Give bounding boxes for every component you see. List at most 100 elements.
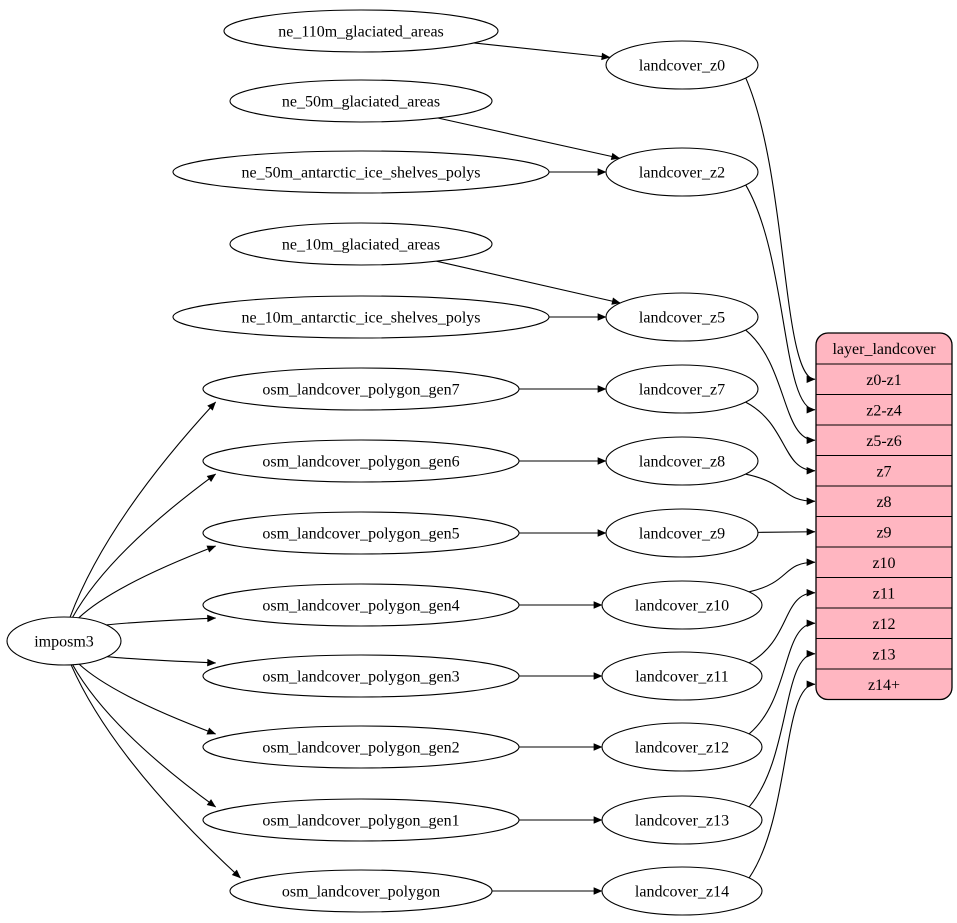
node-label: osm_landcover_polygon_gen4 [262,598,459,615]
edge-imposm3-to-osm_landcover_polygon_gen4 [106,614,217,626]
node-ellipse [601,722,763,772]
node-landcover_z11: landcover_z11 [601,651,763,701]
node-landcover_z13: landcover_z13 [601,795,763,845]
node-label: osm_landcover_polygon_gen2 [262,740,459,757]
node-ellipse [202,725,520,769]
node-ellipse [202,511,520,555]
node-ellipse [605,364,759,414]
node-ne_10m_antarctic_ice_shelves_polys: ne_10m_antarctic_ice_shelves_polys [172,295,550,339]
table-row-label: z14+ [868,677,900,694]
node-ellipse [601,795,763,845]
table-row-label: z10 [872,555,895,572]
node-ellipse [605,147,759,197]
node-ellipse [601,866,763,916]
table-row-label: z12 [872,616,895,633]
edge-imposm3-to-osm_landcover_polygon [70,664,241,879]
table-row-label: z9 [876,524,891,541]
node-osm_landcover_polygon_gen5: osm_landcover_polygon_gen5 [202,511,520,555]
node-label: landcover_z9 [639,526,725,543]
node-landcover_z14: landcover_z14 [601,866,763,916]
node-label: osm_landcover_polygon_gen3 [262,669,459,686]
node-ellipse [605,292,759,342]
node-label: osm_landcover_polygon_gen7 [262,382,459,399]
edge-landcover_z11-to-row-z11 [748,589,816,664]
node-label: ne_50m_antarctic_ice_shelves_polys [241,165,480,182]
node-osm_landcover_polygon_gen4: osm_landcover_polygon_gen4 [202,583,520,627]
edges-layer [69,42,816,895]
node-label: osm_landcover_polygon_gen6 [262,454,459,471]
node-label: ne_50m_glaciated_areas [282,94,440,111]
node-ellipse [605,508,759,558]
node-label: landcover_z7 [639,382,725,399]
table-row-label: z5-z6 [866,433,902,450]
edge-imposm3-to-osm_landcover_polygon_gen3 [107,656,217,667]
node-imposm3: imposm3 [6,616,122,666]
edge-imposm3-to-osm_landcover_polygon_gen6 [72,473,216,618]
edge-landcover_z10-to-row-z10 [749,558,816,593]
node-ne_110m_glaciated_areas: ne_110m_glaciated_areas [223,9,499,53]
node-ellipse [202,654,520,698]
node-label: landcover_z13 [635,813,729,830]
node-label: landcover_z14 [635,884,729,901]
node-label: osm_landcover_polygon_gen5 [262,526,459,543]
node-label: ne_10m_glaciated_areas [282,237,440,254]
node-ne_10m_glaciated_areas: ne_10m_glaciated_areas [229,222,493,266]
table-row-label: z11 [873,585,896,602]
node-osm_landcover_polygon_gen6: osm_landcover_polygon_gen6 [202,439,520,483]
table-row-label: z13 [872,646,895,663]
edge-landcover_z13-to-row-z13 [748,650,816,808]
table-row-label: z7 [876,463,891,480]
edge-ne_10m_glaciated_areas-to-landcover_z5 [436,260,621,305]
edge-landcover_z8-to-row-z8 [745,473,816,505]
node-landcover_z2: landcover_z2 [605,147,759,197]
edge-landcover_z14-to-row-z14+ [748,680,816,879]
node-ellipse [601,580,763,630]
node-ellipse [229,222,493,266]
node-ellipse [229,79,493,123]
edge-imposm3-to-osm_landcover_polygon_gen5 [78,545,217,619]
node-label: osm_landcover_polygon_gen1 [262,813,459,830]
node-ne_50m_antarctic_ice_shelves_polys: ne_50m_antarctic_ice_shelves_polys [172,150,550,194]
node-landcover_z8: landcover_z8 [605,436,759,486]
node-landcover_z12: landcover_z12 [601,722,763,772]
node-label: landcover_z11 [635,669,729,686]
edge-landcover_z5-to-row-z5-z6 [745,329,816,444]
node-label: imposm3 [34,634,94,651]
edge-landcover_z12-to-row-z12 [748,619,816,735]
node-label: landcover_z8 [639,454,725,471]
node-ellipse [223,9,499,53]
table-title: layer_landcover [832,341,936,358]
node-ellipse [202,583,520,627]
edge-landcover_z9-to-row-z9 [757,528,816,536]
edge-imposm3-to-osm_landcover_polygon_gen7 [69,401,217,618]
node-label: ne_110m_glaciated_areas [278,24,444,41]
edge-landcover_z0-to-row-z0-z1 [745,77,816,383]
node-label: landcover_z12 [635,740,729,757]
table-row-label: z2-z4 [866,402,902,419]
node-ne_50m_glaciated_areas: ne_50m_glaciated_areas [229,79,493,123]
node-label: landcover_z10 [635,598,729,615]
node-label: ne_10m_antarctic_ice_shelves_polys [241,310,480,327]
edge-imposm3-to-osm_landcover_polygon_gen1 [72,664,216,808]
node-label: landcover_z0 [639,58,725,75]
node-osm_landcover_polygon_gen1: osm_landcover_polygon_gen1 [202,798,520,842]
node-label: osm_landcover_polygon [282,884,440,901]
nodes-layer: imposm3 ne_110m_glaciated_areas ne_50m_gla… [6,9,953,916]
node-ellipse [601,651,763,701]
table-row-label: z8 [876,494,891,511]
edge-imposm3-to-osm_landcover_polygon_gen2 [78,663,217,735]
node-landcover_z0: landcover_z0 [605,40,759,90]
node-label: landcover_z2 [639,165,725,182]
node-osm_landcover_polygon: osm_landcover_polygon [229,869,493,913]
node-ellipse [172,295,550,339]
node-layer-landcover-table: layer_landcover z0-z1 z2-z4 z5-z6 z7 z8 z9 z10 z… [815,332,953,701]
node-ellipse [172,150,550,194]
node-osm_landcover_polygon_gen3: osm_landcover_polygon_gen3 [202,654,520,698]
node-landcover_z9: landcover_z9 [605,508,759,558]
table-row-label: z0-z1 [866,372,902,389]
node-landcover_z7: landcover_z7 [605,364,759,414]
node-ellipse [605,40,759,90]
node-landcover_z5: landcover_z5 [605,292,759,342]
node-ellipse [202,798,520,842]
